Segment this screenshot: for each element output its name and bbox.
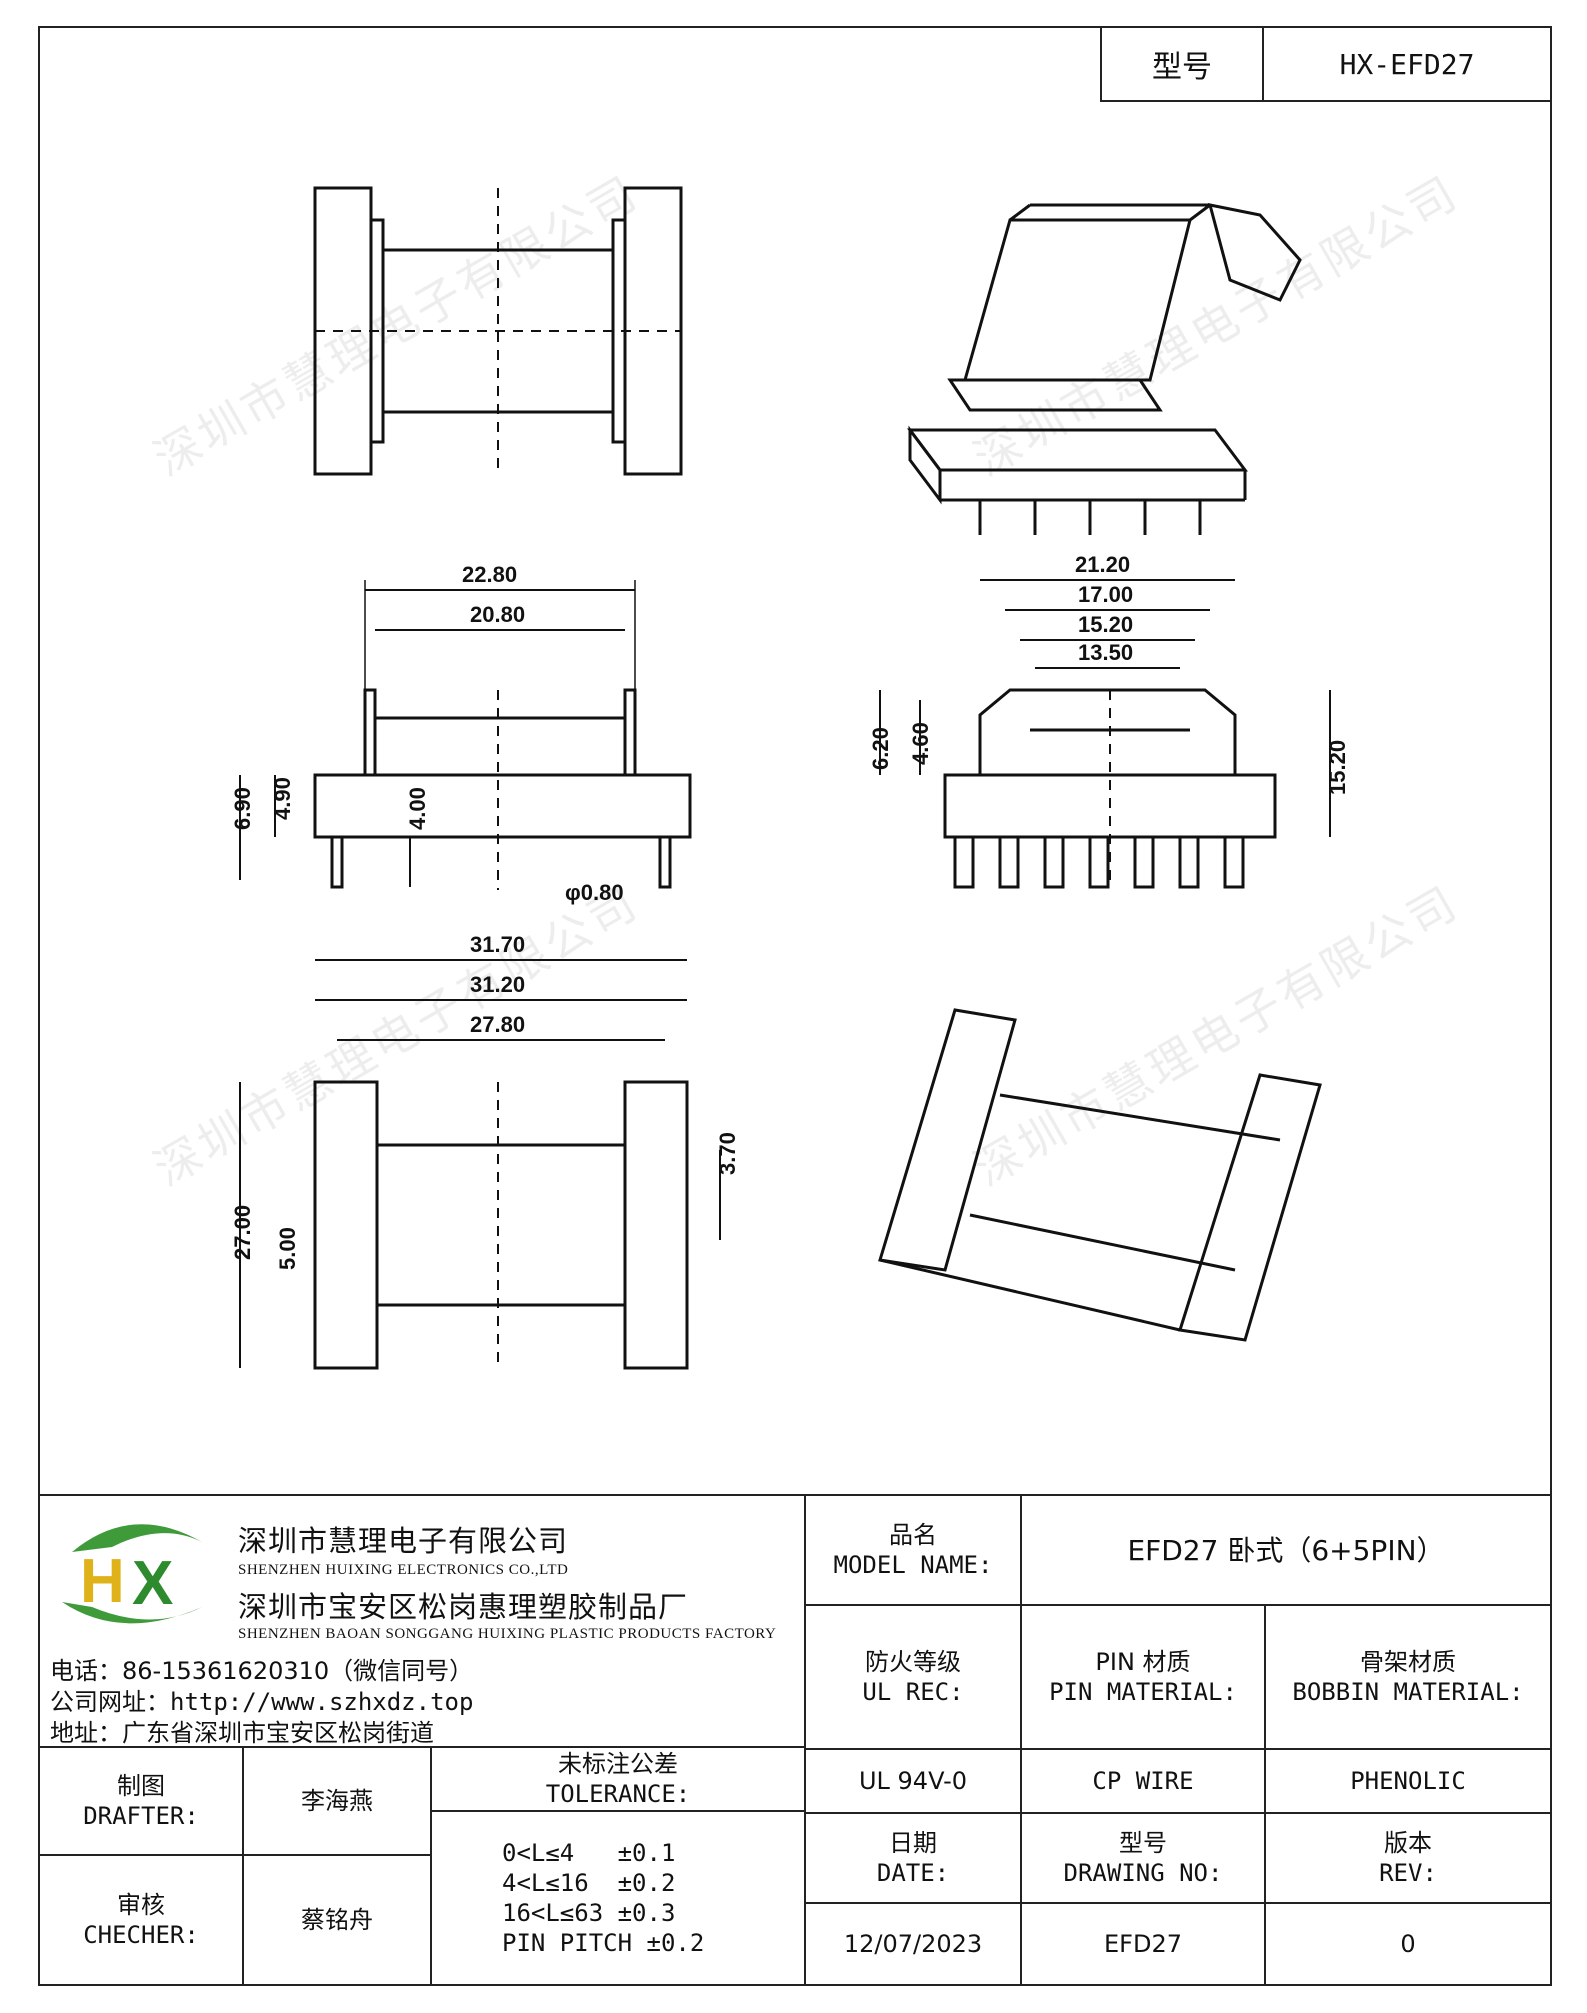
date-value: 12/07/2023 [804,1902,1022,1986]
dim-label: 4.90 [270,777,295,820]
svg-text:H: H [80,1547,125,1616]
part-number-value: HX-EFD27 [1339,47,1475,81]
dim-label: 31.20 [470,972,525,997]
iso-view-top [907,203,1302,535]
dim-label: 6.20 [868,727,893,770]
iso-view-bottom [878,1008,1322,1342]
dim-label: φ0.80 [565,880,624,905]
svg-text:X: X [132,1549,173,1618]
tolerance-label: 未标注公差 TOLERANCE: [430,1746,806,1812]
rev-label: 版本 REV: [1264,1812,1552,1904]
pin-material-value: CP WIRE [1020,1748,1266,1814]
date-label: 日期 DATE: [804,1812,1022,1904]
dim-label: 27.80 [470,1012,525,1037]
ul-rec-label: 防火等级 UL REC: [804,1604,1022,1750]
dim-label: 3.70 [715,1132,740,1175]
pin-material-label: PIN 材质 PIN MATERIAL: [1020,1604,1266,1750]
company-info: H X 深圳市慧理电子有限公司 SHENZHEN HUIXING ELECTRO… [38,1494,806,1748]
factory-name-en: SHENZHEN BAOAN SONGGANG HUIXING PLASTIC … [238,1626,777,1642]
dim-label: 22.80 [462,562,517,587]
model-name-value: EFD27 卧式（6+5PIN） [1020,1494,1552,1606]
part-type-label: 型号 [1102,28,1264,100]
part-number-box: 型号 HX-EFD27 [1100,26,1552,102]
dim-label: 31.70 [470,932,525,957]
dim-label: 5.00 [275,1227,300,1270]
dim-label: 15.20 [1078,612,1133,637]
dim-label: 20.80 [470,602,525,627]
factory-name-cn: 深圳市宝安区松岗惠理塑胶制品厂 [238,1590,689,1624]
checker-label: 审核 CHECHER: [38,1854,244,1986]
drafter-label: 制图 DRAFTER: [38,1746,244,1856]
dim-label: 6.90 [230,787,255,830]
company-name-en: SHENZHEN HUIXING ELECTRONICS CO.,LTD [238,1562,569,1578]
drawing-no-label: 型号 DRAWING NO: [1020,1812,1266,1904]
title-block: H X 深圳市慧理电子有限公司 SHENZHEN HUIXING ELECTRO… [38,1494,1552,1986]
dim-label: 21.20 [1075,552,1130,577]
dim-label: 4.00 [405,787,430,830]
dim-label: 13.50 [1078,640,1133,665]
company-name-cn: 深圳市慧理电子有限公司 [238,1524,569,1558]
phone: 电话：86-15361620310（微信同号） [50,1657,474,1685]
bottom-view [239,959,721,1370]
drafter-name: 李海燕 [242,1746,432,1856]
dim-label: 15.20 [1325,740,1350,795]
dim-label: 17.00 [1078,582,1133,607]
side-view [239,580,692,890]
dim-label: 4.60 [908,722,933,765]
address: 地址：广东省深圳市宝安区松岗街道 [50,1719,434,1747]
contact-info: 电话：86-15361620310（微信同号） 公司网址：http://www.… [50,1656,473,1749]
top-view [313,186,683,476]
website: 公司网址：http://www.szhxdz.top [50,1688,474,1716]
bobbin-material-value: PHENOLIC [1264,1748,1552,1814]
hx-logo-icon: H X [62,1524,202,1624]
dim-label: 27.00 [230,1205,255,1260]
ul-value: UL 94V-0 [804,1748,1022,1814]
checker-name: 蔡铭舟 [242,1854,432,1986]
technical-drawing: 22.80 20.80 6.90 4.90 4.00 φ0.80 21.20 1… [230,186,1350,1370]
tolerance-values: 0<L≤4 ±0.1 4<L≤16 ±0.2 16<L≤63 ±0.3 PIN … [430,1810,806,1986]
model-name-label: 品名 MODEL NAME: [804,1494,1022,1606]
front-view [879,579,1331,889]
rev-value: 0 [1264,1902,1552,1986]
bobbin-material-label: 骨架材质 BOBBIN MATERIAL: [1264,1604,1552,1750]
drawing-no-value: EFD27 [1020,1902,1266,1986]
